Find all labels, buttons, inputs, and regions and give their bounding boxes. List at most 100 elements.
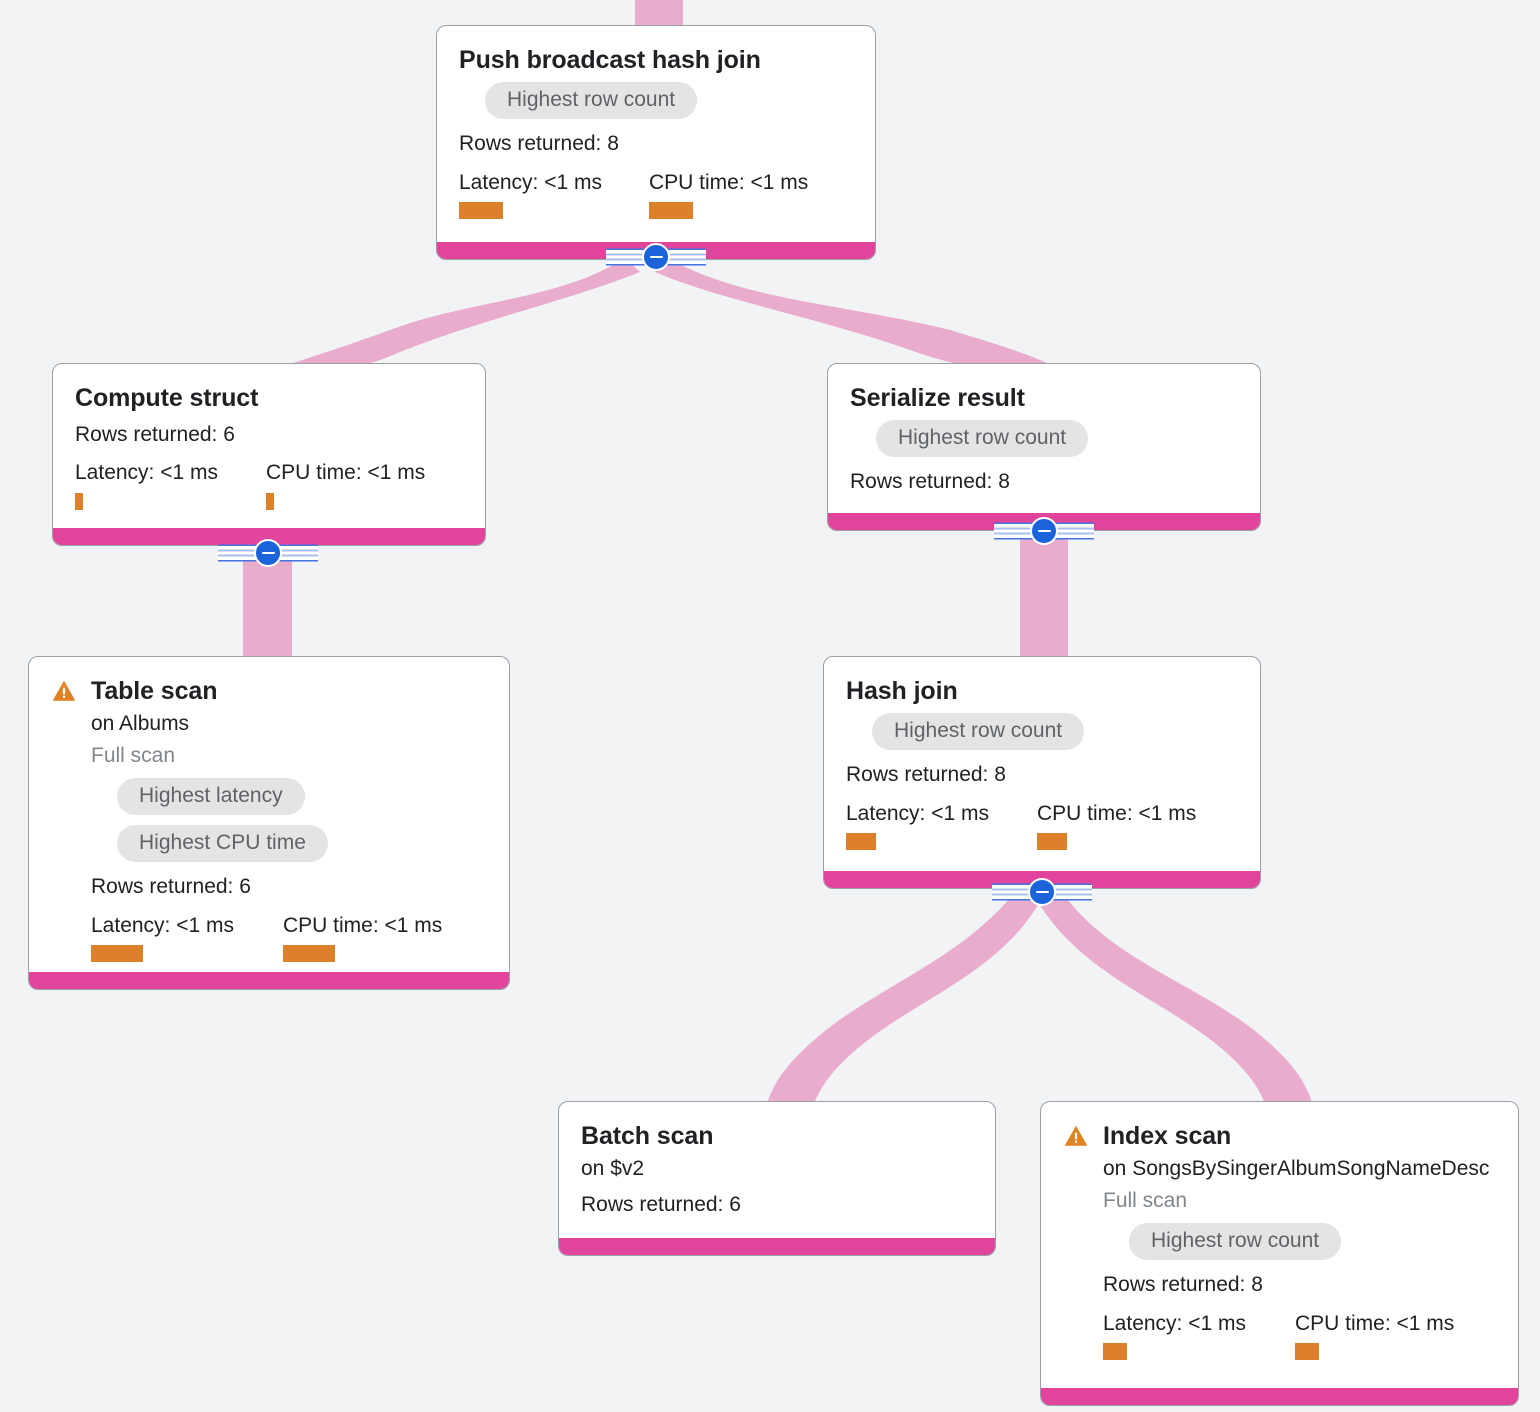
metric-cpu-time-bar [1295,1342,1319,1360]
node-title: Hash join [846,677,958,705]
node-metrics: Latency: <1 ms CPU time: <1 ms [846,801,1238,850]
collapse-toggle-serialize-result[interactable] [994,516,1094,546]
metric-cpu-time-bar [1037,832,1067,850]
metric-cpu-time-bar [649,201,693,219]
node-accent-bar [53,528,485,545]
plan-node-hash-join[interactable]: Hash join Highest row count Rows returne… [823,656,1261,889]
plan-node-batch-scan[interactable]: Batch scan on $v2 Rows returned: 6 [558,1101,996,1256]
metric-cpu-time-bar [283,945,335,963]
scan-target: on $v2 [581,1156,645,1180]
node-chips: Highest latency [91,773,487,820]
metric-latency-bar [91,945,143,963]
metric-latency-label: Latency: <1 ms [459,170,602,194]
scan-type: Full scan [1103,1189,1188,1213]
plan-node-compute-struct[interactable]: Compute struct Rows returned: 6 Latency:… [52,363,486,546]
metric-latency-bar [1103,1342,1127,1360]
node-body: Compute struct Rows returned: 6 Latency:… [53,364,485,528]
metric-cpu-time-label: CPU time: <1 ms [283,913,443,937]
collapse-toggle-compute-struct[interactable] [218,538,318,568]
plan-node-serialize-result[interactable]: Serialize result Highest row count Rows … [827,363,1261,531]
rows-returned: Rows returned: 8 [846,763,1006,786]
node-title: Index scan [1103,1122,1232,1150]
node-title: Batch scan [581,1122,714,1150]
minus-circle-icon[interactable] [1030,517,1058,545]
metric-latency: Latency: <1 ms [459,170,649,219]
rows-returned: Rows returned: 6 [91,875,251,899]
rows-returned: Rows returned: 6 [75,422,235,446]
metric-cpu-time-bar [266,492,274,510]
node-title-row: Batch scan [581,1122,973,1151]
node-title-row: Index scan [1063,1122,1496,1151]
node-body: Hash join Highest row count Rows returne… [824,657,1260,871]
plan-node-table-scan[interactable]: Table scan on Albums Full scan Highest l… [28,656,510,990]
node-title: Compute struct [75,384,259,412]
metric-latency: Latency: <1 ms [846,801,1037,850]
metric-latency: Latency: <1 ms [91,913,283,963]
warning-icon [52,681,76,702]
collapse-toggle-push-broadcast-hash-join[interactable] [606,242,706,272]
node-title: Table scan [91,677,218,705]
metric-cpu-time-label: CPU time: <1 ms [266,461,426,485]
metric-latency-label: Latency: <1 ms [846,801,989,825]
metric-cpu-time-label: CPU time: <1 ms [649,170,809,194]
badge-highest-row-count: Highest row count [485,81,698,119]
node-body: Serialize result Highest row count Rows … [828,364,1260,513]
metric-latency-label: Latency: <1 ms [75,461,218,485]
node-body: Batch scan on $v2 Rows returned: 6 [559,1102,995,1238]
node-chips: Highest row count [1103,1218,1496,1265]
scan-target: on SongsBySingerAlbumSongNameDesc [1103,1156,1490,1180]
node-metrics: Latency: <1 ms CPU time: <1 ms [459,170,853,219]
rows-returned: Rows returned: 6 [581,1193,741,1217]
metric-cpu-time-label: CPU time: <1 ms [1037,801,1197,825]
badge-highest-latency: Highest latency [117,777,305,816]
metric-latency-bar [846,832,876,850]
minus-circle-icon[interactable] [1028,878,1056,906]
scan-type: Full scan [91,744,176,768]
badge-highest-row-count: Highest row count [872,712,1085,750]
node-title-row: Table scan [51,677,487,706]
collapse-toggle-hash-join[interactable] [992,877,1092,907]
metric-cpu-time: CPU time: <1 ms [283,913,443,963]
node-title-row: Compute struct [75,384,463,413]
plan-node-index-scan[interactable]: Index scan on SongsBySingerAlbumSongName… [1040,1101,1519,1406]
node-metrics: Latency: <1 ms CPU time: <1 ms [1103,1311,1496,1360]
metric-latency-label: Latency: <1 ms [1103,1311,1246,1335]
node-chips: Highest row count [850,415,1238,462]
node-title: Push broadcast hash join [459,46,761,74]
plan-node-push-broadcast-hash-join[interactable]: Push broadcast hash join Highest row cou… [436,25,876,260]
node-metrics: Latency: <1 ms CPU time: <1 ms [75,460,463,510]
node-title: Serialize result [850,384,1025,412]
node-body: Push broadcast hash join Highest row cou… [437,26,875,242]
metric-cpu-time: CPU time: <1 ms [1037,801,1196,850]
metric-latency: Latency: <1 ms [75,460,266,510]
node-title-row: Push broadcast hash join [459,46,853,75]
node-metrics: Latency: <1 ms CPU time: <1 ms [91,913,487,963]
metric-cpu-time-label: CPU time: <1 ms [1295,1311,1455,1335]
rows-returned: Rows returned: 8 [459,132,619,155]
metric-latency-bar [459,201,503,219]
node-chips: Highest row count [459,77,853,124]
metric-latency-label: Latency: <1 ms [91,913,234,937]
warning-icon [1064,1126,1088,1147]
metric-cpu-time: CPU time: <1 ms [1295,1311,1454,1360]
metric-cpu-time: CPU time: <1 ms [649,170,808,219]
node-details: on Albums Full scan Highest latency High… [51,708,487,963]
node-chips: Highest row count [846,708,1238,755]
minus-circle-icon[interactable] [254,539,282,567]
node-body: Table scan on Albums Full scan Highest l… [29,657,509,972]
scan-target: on Albums [91,711,190,735]
badge-highest-row-count: Highest row count [1129,1222,1342,1261]
node-accent-bar [1041,1388,1518,1405]
minus-circle-icon[interactable] [642,243,670,271]
node-details: on SongsBySingerAlbumSongNameDesc Full s… [1063,1153,1496,1360]
rows-returned: Rows returned: 8 [850,470,1010,493]
badge-highest-cpu-time: Highest CPU time [117,825,328,863]
node-accent-bar [29,972,509,989]
node-title-row: Hash join [846,677,1238,706]
badge-highest-row-count: Highest row count [876,419,1089,457]
node-accent-bar [559,1238,995,1255]
metric-cpu-time: CPU time: <1 ms [266,460,426,510]
metric-latency: Latency: <1 ms [1103,1311,1295,1360]
rows-returned: Rows returned: 8 [1103,1273,1263,1297]
